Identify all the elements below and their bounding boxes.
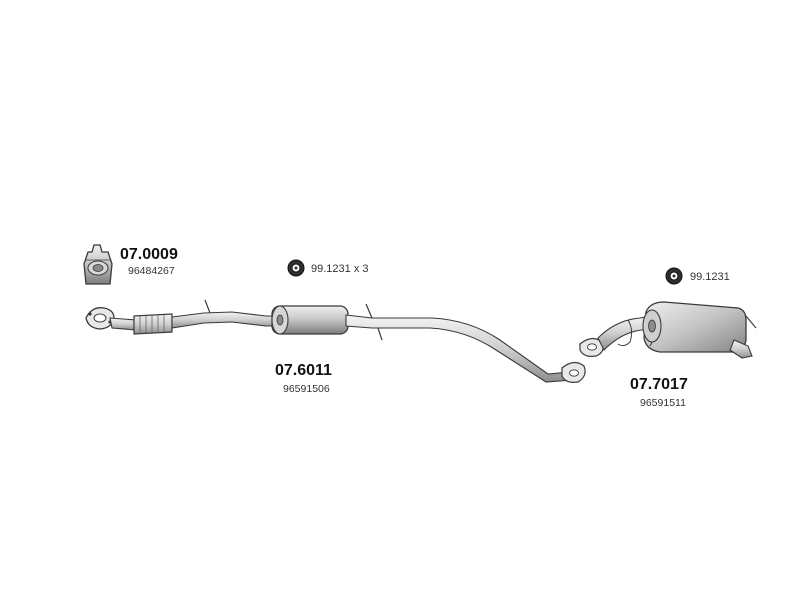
oem-number-96591511: 96591511 bbox=[640, 397, 686, 409]
inlet-flange-icon bbox=[579, 337, 604, 357]
rubber-hanger-icon bbox=[287, 259, 305, 277]
accessory-label-hanger-x3: 99.1231 x 3 bbox=[311, 263, 369, 275]
part-code-07-7017: 07.7017 bbox=[630, 376, 688, 393]
oem-number-96484267: 96484267 bbox=[128, 265, 175, 277]
catalytic-converter-icon bbox=[83, 244, 113, 285]
oem-number-96591506: 96591506 bbox=[283, 383, 330, 395]
part-code-07-0009: 07.0009 bbox=[120, 246, 178, 263]
rubber-hanger-icon bbox=[665, 267, 683, 285]
part-code-07-6011: 07.6011 bbox=[275, 362, 332, 379]
flex-bellows-icon bbox=[133, 313, 173, 335]
front-pipe-assembly bbox=[85, 299, 586, 383]
middle-silencer-icon bbox=[271, 305, 349, 335]
rear-flange-icon bbox=[561, 361, 586, 383]
rear-silencer-assembly bbox=[579, 301, 757, 359]
accessory-label-hanger: 99.1231 bbox=[690, 271, 730, 283]
rear-muffler-icon bbox=[642, 301, 747, 353]
